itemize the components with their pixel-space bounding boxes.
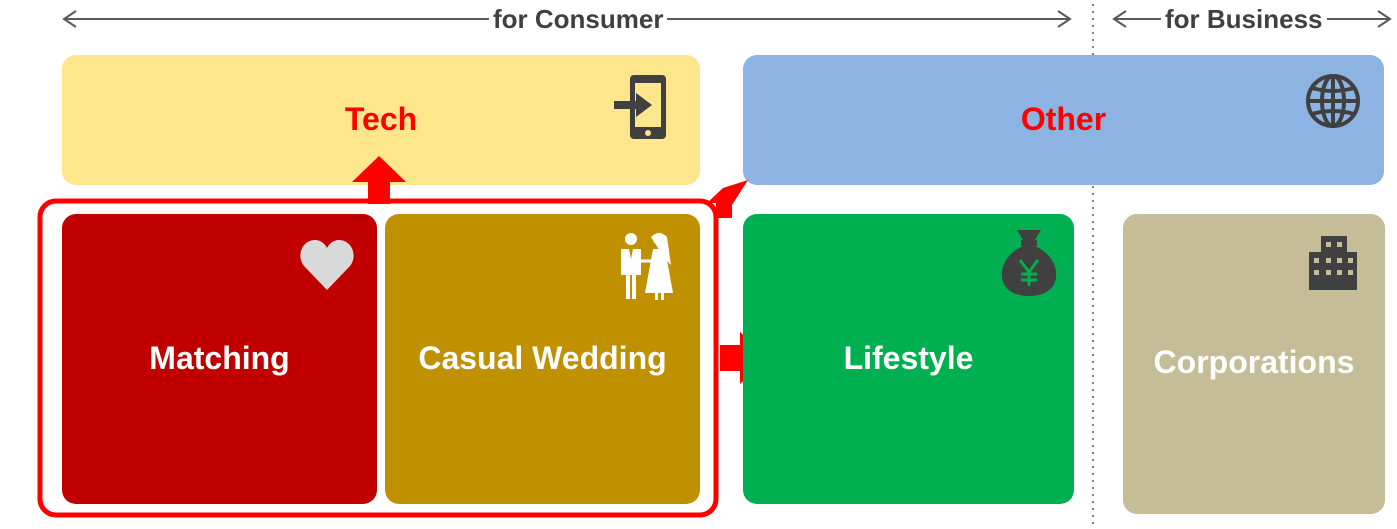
tech-label: Tech xyxy=(344,101,418,137)
lifestyle-label: Lifestyle xyxy=(843,340,974,376)
tablet-login-icon xyxy=(612,73,672,143)
heart-icon xyxy=(298,236,356,294)
corporations-label: Corporations xyxy=(1153,344,1355,380)
consumer-header: for Consumer xyxy=(489,2,668,36)
matching-label: Matching xyxy=(149,340,290,376)
matching-box: Matching xyxy=(62,214,377,504)
other-label: Other xyxy=(1020,101,1107,137)
globe-icon xyxy=(1304,72,1362,130)
other-box: Other xyxy=(743,55,1384,185)
building-icon xyxy=(1307,234,1359,290)
business-header: for Business xyxy=(1161,2,1327,36)
corporations-box: Corporations xyxy=(1123,214,1385,514)
lifestyle-box: Lifestyle xyxy=(743,214,1074,504)
money-bag-yen-icon xyxy=(999,228,1059,298)
casual-wedding-label: Casual Wedding xyxy=(418,340,667,376)
casual-wedding-box: Casual Wedding xyxy=(385,214,700,504)
couple-icon xyxy=(617,231,677,301)
